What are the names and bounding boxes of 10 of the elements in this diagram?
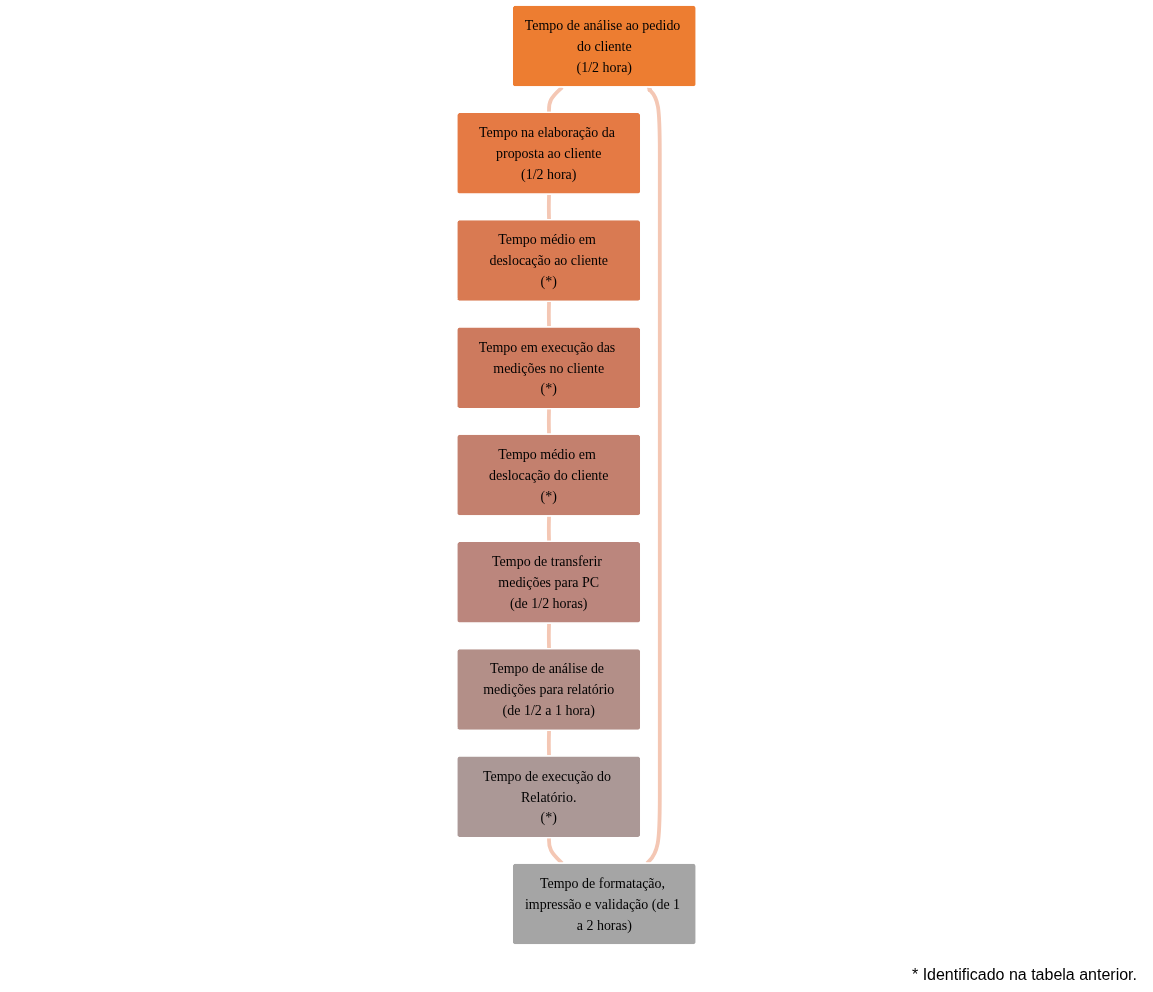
connector [547,837,564,865]
footnote: * Identificado na tabela anterior. [911,966,1137,984]
connector [547,85,564,113]
connector [546,516,551,542]
connector [546,730,551,757]
connector [546,301,551,328]
connector [546,408,551,435]
connector [546,623,551,649]
connector [546,194,551,220]
arrow [645,87,662,865]
